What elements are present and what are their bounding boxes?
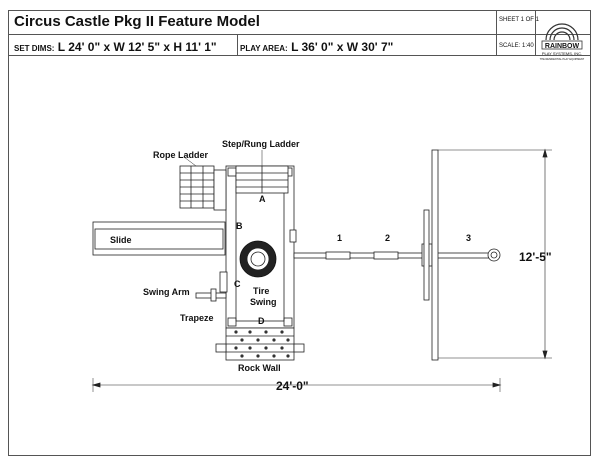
- rock-wall-label: Rock Wall: [238, 363, 281, 373]
- position-3: 3: [466, 233, 471, 243]
- length-dimension-label: 24'-0": [276, 379, 309, 393]
- marker-c: C: [234, 279, 241, 289]
- step-rung-ladder-label: Step/Rung Ladder: [222, 139, 300, 149]
- title-divider-2: [535, 10, 536, 55]
- sheet-number: SHEET 1 OF 1: [499, 17, 539, 23]
- rope-ladder: [179, 165, 227, 211]
- play-area-label: PLAY AREA:: [240, 44, 288, 53]
- slide-label: Slide: [110, 235, 132, 245]
- title-divider-1: [496, 10, 497, 55]
- play-area: PLAY AREA: L 36' 0" x W 30' 7": [240, 40, 393, 54]
- logo-tag: THE RESIDENTIAL PLAY EQUIPMENT: [540, 58, 585, 61]
- set-dims-value: L 24' 0" x W 12' 5" x H 11' 1": [57, 40, 217, 54]
- tire-swing: [239, 240, 277, 278]
- marker-b: B: [236, 221, 243, 231]
- marker-d: D: [258, 316, 265, 326]
- title-divider-3: [237, 34, 238, 55]
- length-dimension-line: [91, 378, 502, 392]
- width-dimension-line: [438, 148, 552, 360]
- slide: [92, 221, 226, 256]
- marker-a: A: [259, 194, 266, 204]
- set-dims-label: SET DIMS:: [14, 44, 55, 53]
- rope-ladder-label: Rope Ladder: [153, 150, 209, 160]
- model-title: Circus Castle Pkg II Feature Model: [14, 13, 260, 30]
- a-frame-legs: [423, 149, 439, 361]
- width-dimension-label: 12'-5": [519, 250, 552, 264]
- logo-sub: PLAY SYSTEMS, INC.: [542, 51, 582, 56]
- swing-arm: [195, 271, 228, 302]
- tire-swing-label-line1: Tire: [253, 286, 269, 296]
- sheet-border: [8, 10, 591, 456]
- play-area-value: L 36' 0" x W 30' 7": [291, 40, 394, 54]
- set-dims: SET DIMS: L 24' 0" x W 12' 5" x H 11' 1": [14, 40, 217, 54]
- rock-wall: [215, 327, 305, 361]
- scale-text: SCALE: 1:40: [499, 43, 534, 49]
- step-rung-ladder: [235, 165, 289, 194]
- position-1: 1: [337, 233, 342, 243]
- position-2: 2: [385, 233, 390, 243]
- swing-arm-label: Swing Arm: [143, 287, 190, 297]
- rope-ladder-leader: [183, 156, 197, 167]
- logo-text: RAINBOW: [545, 43, 580, 50]
- title-rule-2: [8, 55, 591, 56]
- rainbow-logo-icon: RAINBOW PLAY SYSTEMS, INC. THE RESIDENTI…: [540, 23, 585, 61]
- trapeze-label: Trapeze: [180, 313, 214, 323]
- tire-swing-label-line2: Swing: [250, 297, 277, 307]
- title-rule-1: [8, 34, 591, 35]
